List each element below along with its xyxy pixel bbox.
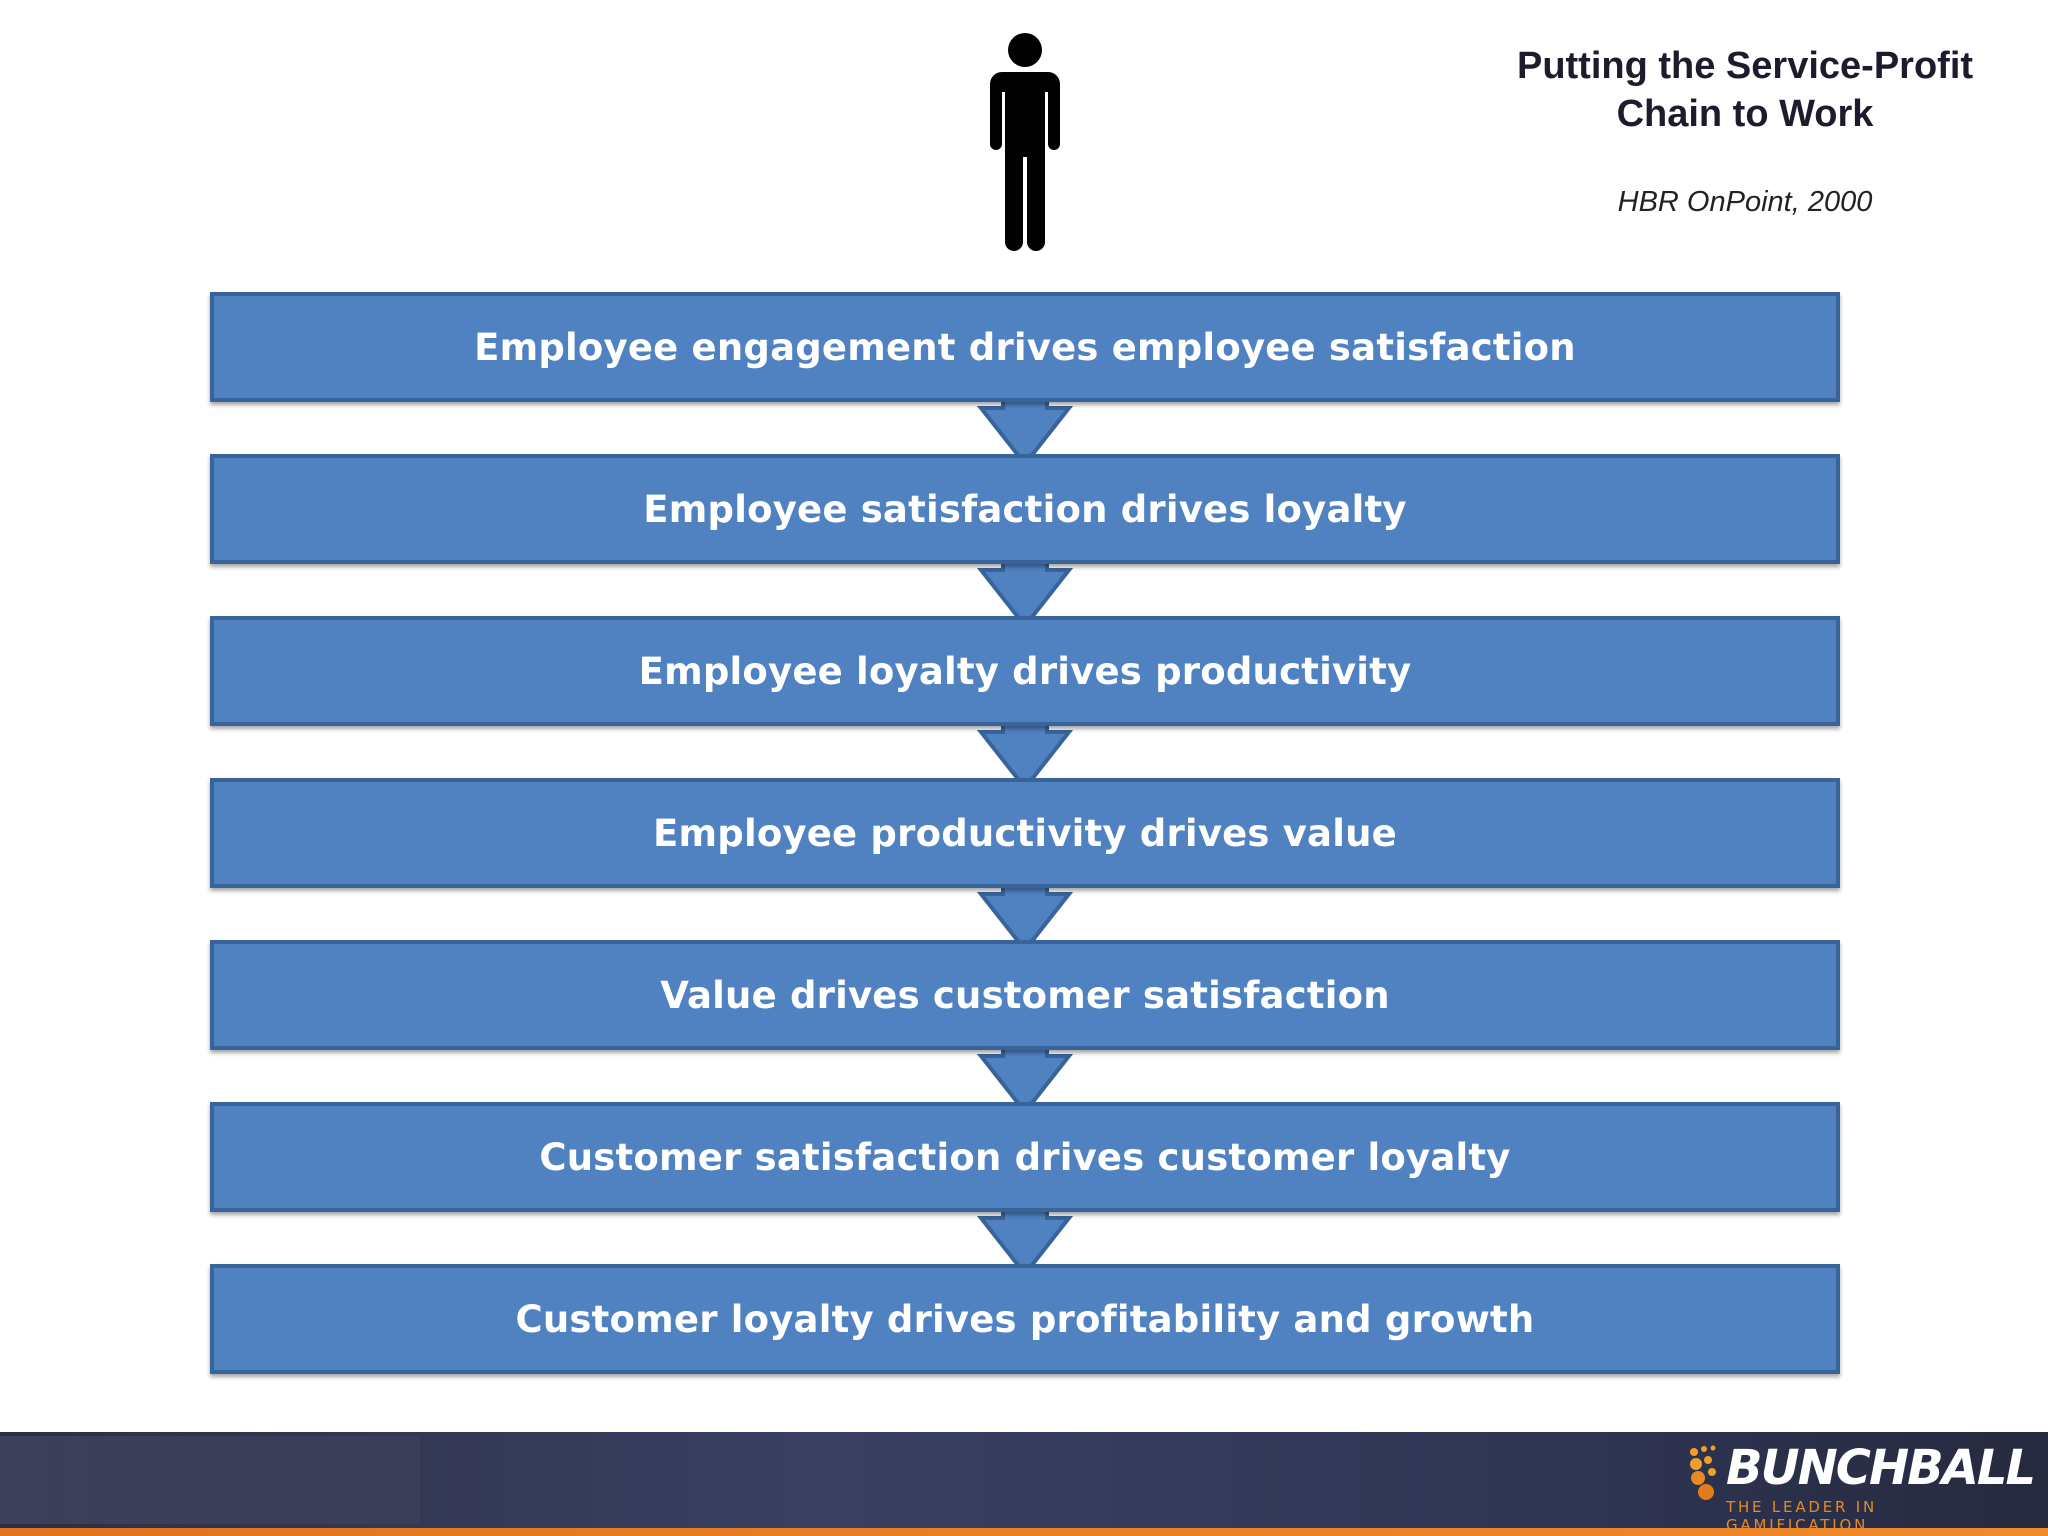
logo-tagline: THE LEADER IN GAMIFICATION: [1726, 1498, 1878, 1534]
logo-dots-icon: [1690, 1445, 1716, 1500]
chain-step-5: Value drives customer satisfaction: [210, 940, 1840, 1050]
citation: HBR OnPoint, 2000: [1617, 186, 1873, 218]
slide-title-line-2: Chain to Work: [1616, 93, 1874, 135]
slide-title: Putting the Service-Profit Chain to Work: [1470, 42, 2020, 138]
footer-bar: [0, 1432, 2048, 1528]
chain-step-2: Employee satisfaction drives loyalty: [210, 454, 1840, 564]
person-icon: [990, 33, 1060, 251]
slide-title-line-1: Putting the Service-Profit: [1516, 45, 1974, 87]
chain-step-7: Customer loyalty drives profitability an…: [210, 1264, 1840, 1374]
chain-step-4: Employee productivity drives value: [210, 778, 1840, 888]
service-profit-chain: Employee engagement drives employee sati…: [210, 292, 1840, 1382]
chain-step-1: Employee engagement drives employee sati…: [210, 292, 1840, 402]
chain-step-6: Customer satisfaction drives customer lo…: [210, 1102, 1840, 1212]
footer-panel: [0, 1436, 420, 1524]
bunchball-logo: BUNCHBALL THE LEADER IN GAMIFICATION: [1686, 1440, 2036, 1534]
logo-wordmark: BUNCHBALL: [1726, 1440, 2036, 1496]
footer-accent-stripe: [0, 1528, 2048, 1536]
chain-step-3: Employee loyalty drives productivity: [210, 616, 1840, 726]
